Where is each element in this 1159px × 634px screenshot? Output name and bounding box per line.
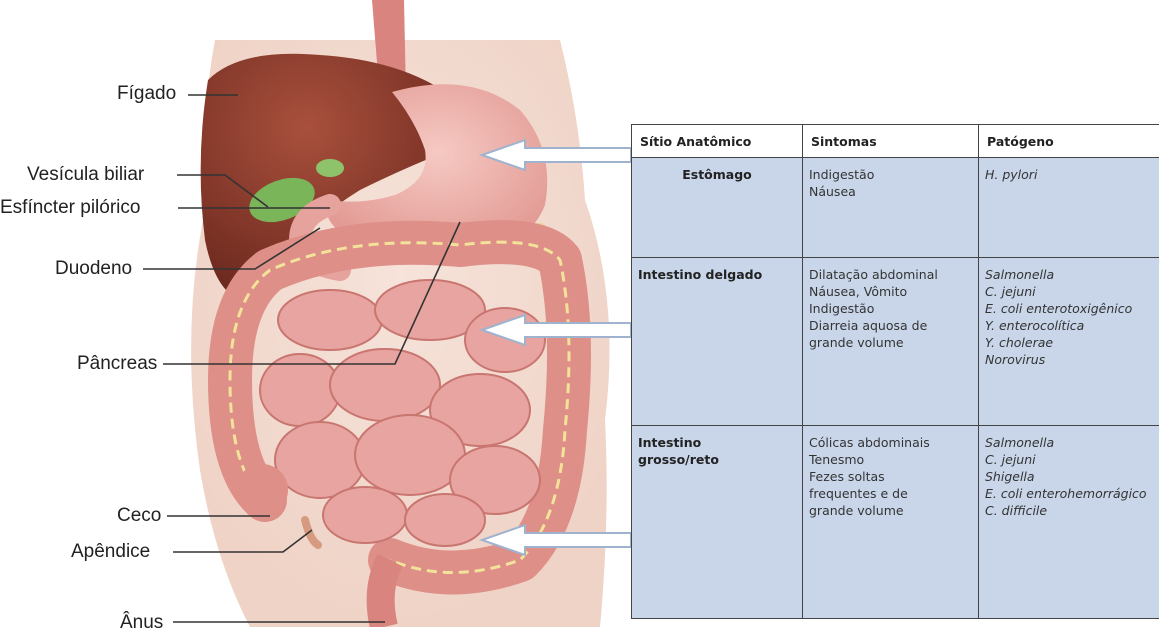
header-patogeno: Patógeno xyxy=(979,125,1159,158)
site-cell: Estômago xyxy=(632,158,803,258)
label-figado: Fígado xyxy=(117,83,176,105)
symptom: Indigestão xyxy=(809,300,972,317)
pathogen: Y. enterocolítica xyxy=(985,317,1153,334)
symptom: Cólicas abdominais xyxy=(809,434,972,451)
pathogen: E. coli enterohemorrágico xyxy=(985,485,1153,502)
pathogen: Norovirus xyxy=(985,351,1153,368)
symptom: Náusea, Vômito xyxy=(809,283,972,300)
pathogen-table: Sítio Anatômico Sintomas Patógeno Estôma… xyxy=(631,124,1159,619)
symptom: Tenesmo xyxy=(809,451,972,468)
label-apendice: Apêndice xyxy=(71,541,150,563)
table-row: Estômago Indigestão Náusea H. pylori xyxy=(632,158,1159,258)
table-row: Intestino delgado Dilatação abdominal Ná… xyxy=(632,258,1159,426)
pathogen: C. difficile xyxy=(985,502,1153,519)
label-anus: Ânus xyxy=(120,612,163,634)
label-pancreas: Pâncreas xyxy=(77,353,157,375)
label-esfincter-pilorico: Esfíncter pilórico xyxy=(0,197,140,219)
site-intestino-grosso-line2: grosso/reto xyxy=(638,451,796,468)
pathogen: Salmonella xyxy=(985,266,1153,283)
pathogen: E. coli enterotoxigênico xyxy=(985,300,1153,317)
pathogen: C. jejuni xyxy=(985,451,1153,468)
cecum xyxy=(236,464,288,516)
pathogen: C. jejuni xyxy=(985,283,1153,300)
symptom: grande volume xyxy=(809,502,972,519)
site-intestino-delgado: Intestino delgado xyxy=(638,267,762,282)
pathogen: Shigella xyxy=(985,468,1153,485)
site-cell: Intestino grosso/reto xyxy=(632,426,803,619)
site-intestino-grosso-line1: Intestino xyxy=(638,434,796,451)
label-ceco: Ceco xyxy=(117,505,161,527)
pathogens-cell: Salmonella C. jejuni E. coli enterotoxig… xyxy=(979,258,1159,426)
table-row: Intestino grosso/reto Cólicas abdominais… xyxy=(632,426,1159,619)
header-sitio: Sítio Anatômico xyxy=(632,125,803,158)
symptom: Náusea xyxy=(809,183,972,200)
symptoms-cell: Dilatação abdominal Náusea, Vômito Indig… xyxy=(803,258,979,426)
pathogen: Y. cholerae xyxy=(985,334,1153,351)
symptom: Diarreia aquosa de xyxy=(809,317,972,334)
symptom: frequentes e de xyxy=(809,485,972,502)
table-header-row: Sítio Anatômico Sintomas Patógeno xyxy=(632,125,1159,158)
pathogens-cell: H. pylori xyxy=(979,158,1159,258)
symptoms-cell: Indigestão Náusea xyxy=(803,158,979,258)
label-duodeno: Duodeno xyxy=(55,258,132,280)
label-vesicula-biliar: Vesícula biliar xyxy=(27,164,144,186)
site-cell: Intestino delgado xyxy=(632,258,803,426)
symptom: grande volume xyxy=(809,334,972,351)
symptoms-cell: Cólicas abdominais Tenesmo Fezes soltas … xyxy=(803,426,979,619)
pathogens-cell: Salmonella C. jejuni Shigella E. coli en… xyxy=(979,426,1159,619)
pathogen: H. pylori xyxy=(985,166,1153,183)
symptom: Dilatação abdominal xyxy=(809,266,972,283)
symptom: Indigestão xyxy=(809,166,972,183)
site-estomago: Estômago xyxy=(682,167,752,182)
symptom: Fezes soltas xyxy=(809,468,972,485)
header-sintomas: Sintomas xyxy=(803,125,979,158)
pathogen: Salmonella xyxy=(985,434,1153,451)
rectum xyxy=(381,560,390,627)
